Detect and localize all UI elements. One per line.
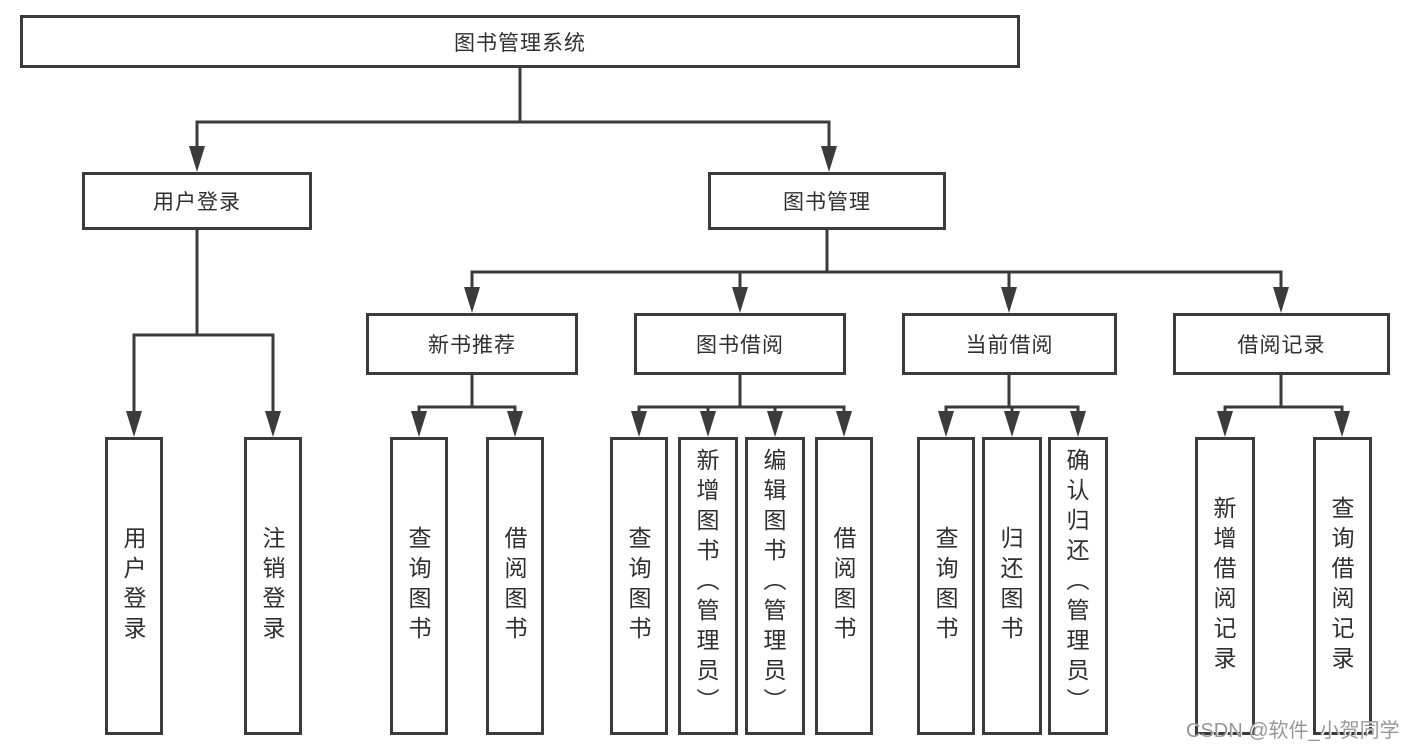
csdn-watermark: CSDN @软件_小贺同学 bbox=[1186, 720, 1400, 742]
leaf-logout: 注销登录 bbox=[244, 437, 302, 735]
leaf-cb-confirm-return-admin: 确认归还（管理员） bbox=[1048, 437, 1108, 735]
leaf-bb-add-books-admin: 新增图书（管理员） bbox=[678, 437, 738, 735]
leaf-rec-borrow-books: 借阅图书 bbox=[486, 437, 544, 735]
edge-bookmgmt-to-level3 bbox=[470, 230, 1283, 291]
leaf-cb-query-books: 查询图书 bbox=[917, 437, 975, 735]
edge-root-to-level2 bbox=[195, 68, 831, 150]
arrowhead bbox=[700, 411, 716, 437]
node-book-management: 图书管理 bbox=[708, 172, 946, 230]
leaf-cb-return-books: 归还图书 bbox=[982, 437, 1042, 735]
leaf-rec-query-books: 查询图书 bbox=[390, 437, 448, 735]
leaf-bb-edit-books-admin: 编辑图书（管理员） bbox=[745, 437, 805, 735]
arrowhead bbox=[126, 411, 142, 437]
arrowhead bbox=[1217, 411, 1233, 437]
leaf-bb-query-books: 查询图书 bbox=[610, 437, 668, 735]
arrowhead bbox=[1001, 287, 1017, 313]
arrowhead bbox=[631, 411, 647, 437]
arrowhead bbox=[767, 411, 783, 437]
leaf-user-login: 用户登录 bbox=[105, 437, 163, 735]
node-book-borrow: 图书借阅 bbox=[634, 313, 846, 375]
arrowhead bbox=[1004, 411, 1020, 437]
arrowhead bbox=[464, 287, 480, 313]
arrowhead bbox=[189, 146, 205, 172]
arrowhead bbox=[1334, 411, 1350, 437]
arrowhead bbox=[411, 411, 427, 437]
node-user-login: 用户登录 bbox=[82, 172, 312, 230]
arrowhead bbox=[938, 411, 954, 437]
leaf-br-add-record: 新增借阅记录 bbox=[1195, 437, 1255, 735]
edge-bookborrow-to-leaves bbox=[637, 375, 846, 415]
leaf-br-query-record: 查询借阅记录 bbox=[1313, 437, 1372, 735]
arrowhead bbox=[732, 287, 748, 313]
arrowhead bbox=[836, 411, 852, 437]
edge-userlogin-to-leaves bbox=[132, 230, 275, 415]
arrowhead bbox=[1273, 287, 1289, 313]
node-borrow-records: 借阅记录 bbox=[1173, 313, 1390, 375]
edge-newbookrec-to-leaves bbox=[417, 375, 517, 415]
node-new-book-recommend: 新书推荐 bbox=[366, 313, 578, 375]
arrowhead bbox=[507, 411, 523, 437]
node-current-borrow: 当前借阅 bbox=[902, 313, 1117, 375]
node-root: 图书管理系统 bbox=[20, 15, 1020, 68]
arrowhead bbox=[265, 411, 281, 437]
arrowhead bbox=[821, 146, 837, 172]
arrowhead bbox=[1070, 411, 1086, 437]
edge-borrowrecords-to-leaves bbox=[1223, 375, 1344, 415]
leaf-bb-borrow-books: 借阅图书 bbox=[815, 437, 873, 735]
edge-currentborrow-to-leaves bbox=[944, 375, 1080, 415]
